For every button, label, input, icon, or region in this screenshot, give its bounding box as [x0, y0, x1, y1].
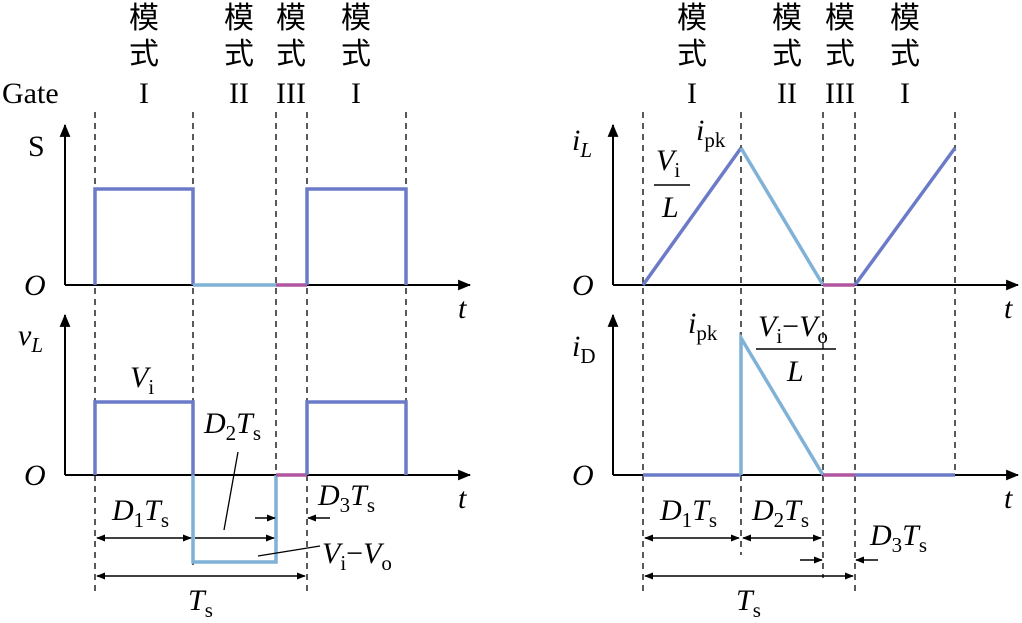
right-mode3-num: III	[825, 77, 855, 110]
vl-axis-label: vL	[18, 319, 43, 357]
left-mode1-char1: 模	[129, 2, 159, 35]
slope2-denominator: L	[786, 355, 804, 388]
vl-negative-mode2	[191, 475, 278, 564]
left-mode-headers: 模 式 I 模 式 II 模 式 III 模 式 I	[129, 2, 371, 110]
right-panel: 模 式 I 模 式 II 模 式 III 模 式 I iL O t	[572, 2, 1020, 622]
left-gate-t: t	[458, 292, 467, 325]
right-mode3-char1: 模	[825, 2, 855, 35]
right-mode-headers: 模 式 I 模 式 II 模 式 III 模 式 I	[677, 2, 920, 110]
left-mode1b-char1: 模	[341, 2, 371, 35]
vi-label: Vi	[130, 361, 154, 399]
gate-s-label: S	[28, 130, 45, 163]
left-vl-t: t	[458, 482, 467, 515]
left-gate-origin: O	[24, 269, 46, 302]
right-d2ts-label: D2Ts	[751, 494, 809, 532]
left-mode3-char1: 模	[276, 2, 306, 35]
ipk-label-top: ipk	[696, 114, 726, 152]
left-mode1b-char2: 式	[341, 38, 371, 71]
left-mode2-char1: 模	[224, 2, 254, 35]
right-id-origin: O	[572, 459, 594, 492]
right-mode1-num: I	[687, 77, 697, 110]
right-ts-label: Ts	[736, 584, 761, 622]
left-d2ts-leader	[223, 451, 239, 531]
left-d3ts-label: D3Ts	[317, 479, 375, 517]
slope2-numerator: Vi−Vo	[758, 310, 828, 348]
left-mode1b-num: I	[351, 77, 361, 110]
right-mode1b-char2: 式	[890, 38, 920, 71]
right-mode2-char2: 式	[772, 38, 802, 71]
right-id-t: t	[1004, 482, 1013, 515]
left-d1ts-label: D1Ts	[111, 494, 169, 532]
gate-pulse-2	[305, 187, 408, 285]
right-mode1-char2: 式	[677, 38, 707, 71]
right-mode2-num: II	[777, 77, 797, 110]
il-axis-label: iL	[572, 124, 592, 162]
right-d1ts-label: D1Ts	[659, 494, 717, 532]
right-il-origin: O	[572, 269, 594, 302]
vi-minus-vo-leader	[257, 545, 321, 557]
slope1-denominator: L	[661, 191, 679, 224]
left-mode1-char2: 式	[129, 38, 159, 71]
il-rise-mode1	[641, 146, 743, 287]
left-panel: 模 式 I 模 式 II 模 式 III 模 式 I Gate S O t	[2, 2, 472, 622]
right-mode1-char1: 模	[677, 2, 707, 35]
slope1-numerator: Vi	[656, 144, 680, 182]
left-mode2-char2: 式	[224, 38, 254, 71]
vi-minus-vo-label: Vi−Vo	[322, 537, 392, 575]
left-d2ts-label: D2Ts	[203, 407, 261, 445]
right-mode2-char1: 模	[772, 2, 802, 35]
left-ts-label: Ts	[188, 584, 213, 622]
vl-pulse-2	[305, 400, 408, 475]
ipk-label-bottom: ipk	[688, 307, 718, 345]
right-il-t: t	[1004, 292, 1013, 325]
right-d3ts-label: D3Ts	[869, 519, 927, 557]
left-mode3-num: III	[276, 77, 306, 110]
il-rise-mode1b	[853, 146, 957, 287]
left-mode1-num: I	[139, 77, 149, 110]
gate-label: Gate	[2, 77, 59, 110]
right-mode3-char2: 式	[825, 38, 855, 71]
id-pulse-mode2	[739, 331, 825, 476]
left-mode2-num: II	[229, 77, 249, 110]
left-mode3-char2: 式	[276, 38, 306, 71]
right-mode1b-char1: 模	[890, 2, 920, 35]
id-axis-label: iD	[572, 330, 596, 368]
left-vl-origin: O	[24, 459, 46, 492]
il-fall-mode2	[739, 147, 825, 286]
vl-pulse-1	[93, 400, 195, 475]
gate-pulse-1	[93, 187, 195, 285]
right-mode1b-num: I	[900, 77, 910, 110]
